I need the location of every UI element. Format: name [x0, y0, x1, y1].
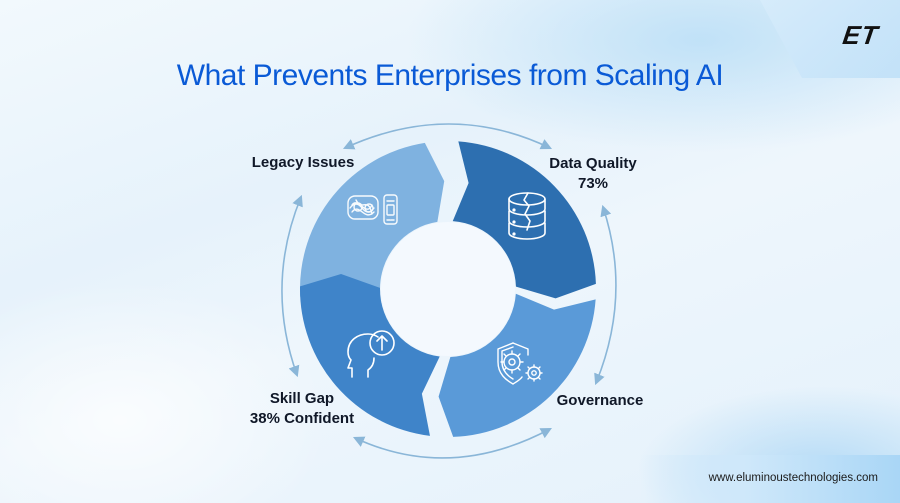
governance-title: Governance	[556, 392, 644, 409]
head-upgrade-icon	[347, 330, 395, 378]
connector-arrow-bottom	[352, 427, 552, 459]
shield-gears-icon	[497, 342, 543, 385]
corner-decoration-bottom-right	[640, 455, 900, 503]
connector-arrow-top	[342, 123, 553, 150]
ring-segment-skill-gap	[300, 273, 440, 436]
ring-segment-data-quality	[452, 141, 596, 299]
page-title: What Prevents Enterprises from Scaling A…	[176, 59, 724, 92]
tangled-wires-device-icon	[347, 194, 398, 225]
segment-label-skill-gap: Skill Gap 38% Confident	[232, 389, 372, 429]
broken-database-icon	[508, 192, 546, 240]
website-url[interactable]: www.eluminoustechnologies.com	[708, 472, 878, 484]
skill-gap-title: Skill Gap	[269, 390, 335, 407]
segment-label-legacy-issues: Legacy Issues	[238, 153, 368, 173]
connector-arrow-left	[281, 194, 303, 378]
ring-segment-governance	[438, 293, 596, 437]
connector-arrow-right	[594, 204, 617, 386]
center-circle	[381, 222, 515, 356]
ring-segment-legacy-issues	[299, 142, 445, 297]
skill-gap-value: 38% Confident	[249, 410, 355, 427]
data-quality-value: 73%	[577, 175, 609, 192]
data-quality-title: Data Quality	[549, 155, 637, 172]
segment-label-governance: Governance	[540, 391, 660, 411]
legacy-issues-title: Legacy Issues	[251, 154, 355, 171]
segment-label-data-quality: Data Quality 73%	[538, 154, 648, 194]
